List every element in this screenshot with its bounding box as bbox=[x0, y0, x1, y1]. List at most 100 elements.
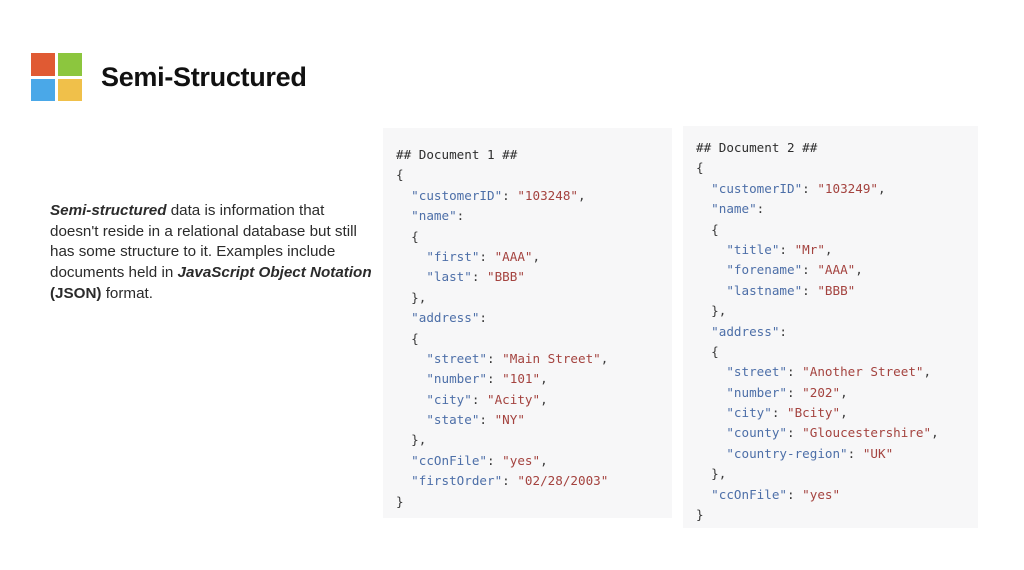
page-title: Semi-Structured bbox=[101, 61, 307, 92]
code-token-pun: , bbox=[878, 180, 886, 196]
code-token-pun: : bbox=[787, 364, 803, 380]
code-token-str: "103248" bbox=[517, 187, 578, 203]
code-line: }, bbox=[396, 288, 672, 308]
code-line: }, bbox=[396, 430, 672, 450]
code-line: "street": "Another Street", bbox=[696, 362, 978, 382]
code-line: { bbox=[396, 329, 672, 349]
code-token-pun: , bbox=[840, 405, 848, 421]
code-token-pun: , bbox=[824, 241, 833, 257]
code-line: "customerID": "103249", bbox=[696, 179, 978, 199]
code-token-pun: { bbox=[396, 228, 419, 244]
code-token-pun: , bbox=[578, 187, 586, 203]
code-token-pun: }, bbox=[696, 303, 727, 319]
logo-tile-bottom-left bbox=[31, 78, 55, 101]
code-panel-document-1: ## Document 1 ## { "customerID": "103248"… bbox=[383, 128, 672, 518]
code-token-key: "ccOnFile" bbox=[396, 452, 487, 468]
code-token-pun: : bbox=[847, 445, 863, 461]
code-token-key: "city" bbox=[696, 405, 772, 421]
code-token-pun: : bbox=[479, 310, 487, 326]
code-line: "number": "101", bbox=[396, 369, 672, 389]
code-token-pun: { bbox=[696, 221, 719, 237]
code-line: { bbox=[696, 158, 978, 178]
code-token-hdr: ## Document 1 ## bbox=[396, 147, 518, 162]
code-line: "country-region": "UK" bbox=[696, 444, 978, 464]
code-line: }, bbox=[696, 301, 978, 321]
code-token-pun: : bbox=[487, 350, 503, 366]
code-token-pun: : bbox=[802, 180, 818, 196]
code-token-key: "title" bbox=[696, 241, 780, 257]
code-token-pun: : bbox=[756, 201, 765, 217]
code-token-pun: }, bbox=[696, 466, 727, 482]
code-token-str: "Gloucestershire" bbox=[802, 425, 932, 441]
code-token-pun: } bbox=[396, 493, 404, 509]
code-line: "first": "AAA", bbox=[396, 247, 672, 267]
code-token-key: "first" bbox=[396, 248, 480, 264]
code-token-pun: : bbox=[779, 241, 795, 257]
slide-header: Semi-Structured bbox=[31, 53, 307, 101]
code-token-pun: : bbox=[456, 208, 465, 224]
code-token-pun: : bbox=[479, 412, 495, 428]
code-token-str: "BBB" bbox=[817, 282, 856, 298]
code-line: "address": bbox=[396, 308, 672, 328]
code-line: "firstOrder": "02/28/2003" bbox=[396, 471, 672, 491]
code-token-key: "street" bbox=[696, 364, 787, 380]
code-token-pun: , bbox=[532, 248, 541, 264]
code-line: "street": "Main Street", bbox=[396, 349, 672, 369]
description-paragraph: Semi-structured data is information that… bbox=[50, 201, 372, 304]
description-lead: Semi-structured bbox=[50, 202, 167, 220]
code-line: "last": "BBB" bbox=[396, 267, 672, 287]
code-token-pun: : bbox=[471, 391, 487, 407]
code-line: { bbox=[696, 342, 978, 362]
code-token-pun: , bbox=[923, 364, 932, 380]
code-token-str: "Another Street" bbox=[802, 364, 924, 380]
code-line: "name": bbox=[396, 206, 672, 226]
code-token-pun: , bbox=[540, 371, 548, 387]
code-token-str: "yes" bbox=[802, 486, 841, 502]
code-token-pun: : bbox=[802, 262, 818, 278]
code-line: "ccOnFile": "yes", bbox=[396, 451, 672, 471]
code-line: "title": "Mr", bbox=[696, 240, 978, 260]
code-token-str: "Acity" bbox=[487, 391, 541, 407]
code-token-key: "lastname" bbox=[696, 282, 803, 298]
code-token-key: "country-region" bbox=[696, 445, 848, 461]
code-token-pun: : bbox=[502, 187, 518, 203]
code-line: "state": "NY" bbox=[396, 410, 672, 430]
code-line: "county": "Gloucestershire", bbox=[696, 423, 978, 443]
code-panel-document-2: ## Document 2 ## { "customerID": "103249"… bbox=[683, 126, 978, 528]
code-token-pun: { bbox=[396, 167, 404, 183]
code-line: "forename": "AAA", bbox=[696, 260, 978, 280]
code-token-key: "customerID" bbox=[396, 187, 503, 203]
code-token-pun: { bbox=[696, 160, 704, 176]
four-square-logo bbox=[31, 53, 82, 101]
code-line: } bbox=[396, 492, 672, 512]
code-line: "address": bbox=[696, 322, 978, 342]
code-line: "name": bbox=[696, 199, 978, 219]
code-token-pun: : bbox=[471, 269, 487, 285]
code-token-key: "forename" bbox=[696, 262, 803, 278]
code-token-key: "city" bbox=[396, 391, 472, 407]
code-token-key: "county" bbox=[696, 425, 787, 441]
code-line: ## Document 2 ## bbox=[696, 138, 978, 158]
description-body-2: format. bbox=[101, 284, 153, 302]
code-token-pun: : bbox=[787, 384, 803, 400]
code-token-pun: , bbox=[840, 384, 848, 400]
code-token-key: "street" bbox=[396, 350, 487, 366]
code-token-key: "name" bbox=[696, 201, 757, 217]
code-token-key: "name" bbox=[396, 208, 457, 224]
code-token-key: "state" bbox=[396, 412, 480, 428]
code-line: { bbox=[696, 220, 978, 240]
code-token-key: "ccOnFile" bbox=[696, 486, 787, 502]
code-token-str: "UK" bbox=[862, 445, 894, 461]
code-token-str: "NY" bbox=[494, 412, 525, 428]
code-token-key: "last" bbox=[396, 269, 472, 285]
logo-tile-top-left bbox=[31, 53, 55, 76]
code-token-str: "Mr" bbox=[794, 241, 825, 257]
code-line: "lastname": "BBB" bbox=[696, 281, 978, 301]
description-emphasis: JavaScript Object Notation bbox=[177, 263, 372, 281]
code-token-pun: , bbox=[600, 350, 609, 366]
code-token-pun: : bbox=[487, 371, 503, 387]
code-token-pun: { bbox=[396, 330, 419, 346]
code-line: ## Document 1 ## bbox=[396, 145, 672, 165]
code-token-pun: , bbox=[540, 391, 548, 407]
code-token-str: "BBB" bbox=[487, 269, 525, 285]
